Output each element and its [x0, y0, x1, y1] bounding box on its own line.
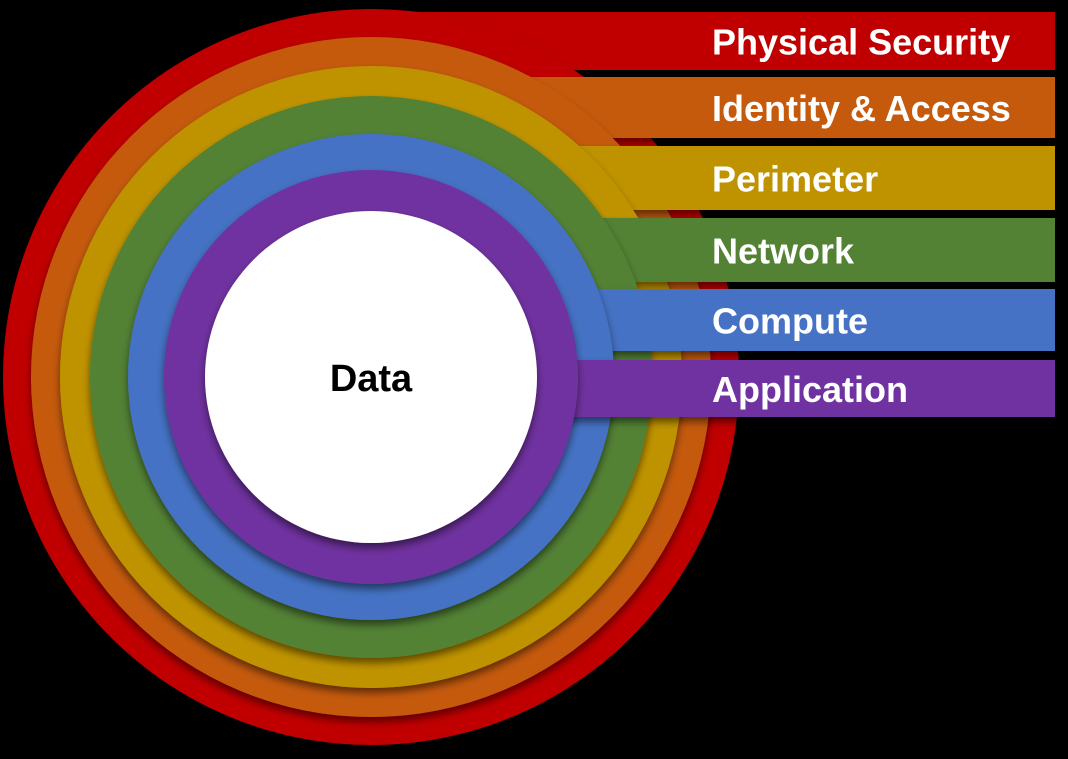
layer-label-application: Application — [712, 369, 908, 410]
layer-label-identity-access: Identity & Access — [712, 88, 1011, 129]
layer-label-network: Network — [712, 231, 855, 272]
layer-label-physical-security: Physical Security — [712, 22, 1010, 63]
layer-label-perimeter: Perimeter — [712, 159, 878, 200]
center-label: Data — [330, 358, 413, 400]
center-circle — [205, 211, 537, 543]
layer-label-compute: Compute — [712, 301, 868, 342]
